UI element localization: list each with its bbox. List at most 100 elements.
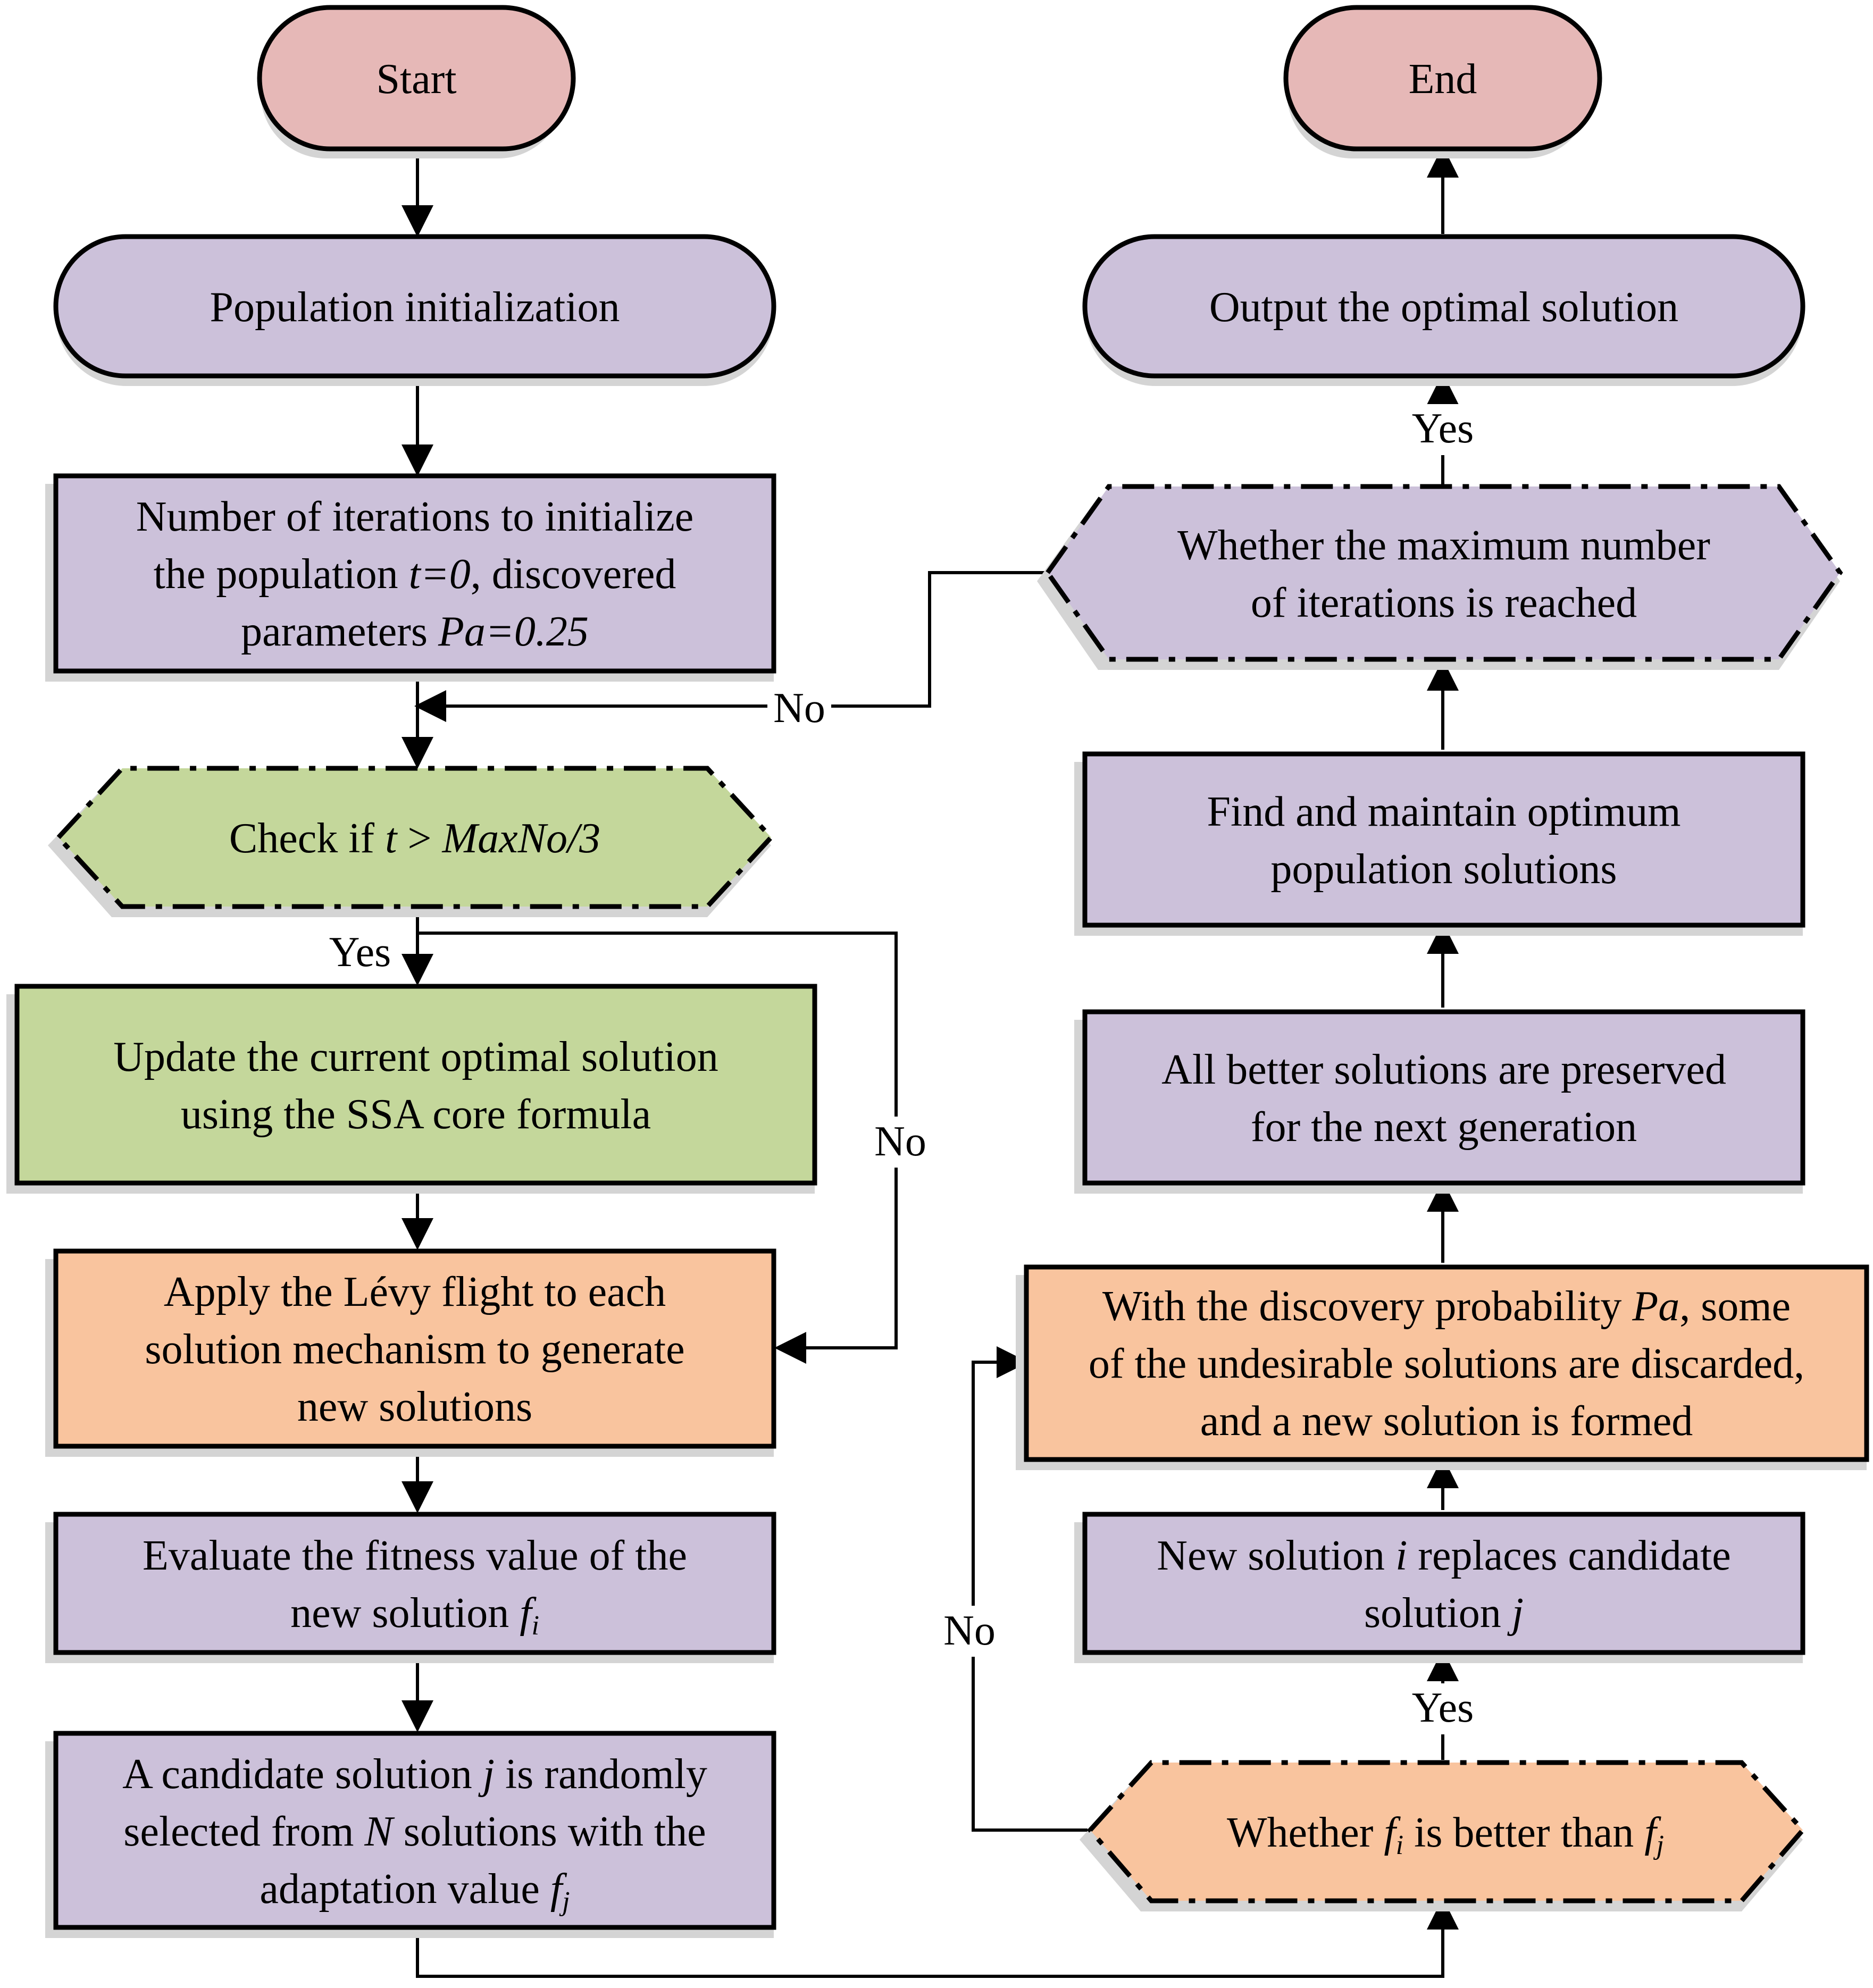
- check-iteration-shape: [55, 766, 775, 909]
- fitness-comparison-label: Whether fi is better than fj: [1227, 1809, 1664, 1860]
- replace-line: New solution i replaces candidate: [1157, 1532, 1731, 1579]
- cand-line: adaptation value fj: [260, 1866, 570, 1917]
- discovery-line: of the undesirable solutions are discard…: [1089, 1340, 1804, 1387]
- eval-segment: Evaluate the fitness value of the: [143, 1532, 687, 1579]
- cand-segment: A candidate solution: [122, 1751, 483, 1798]
- better-solutions-label: All better solutions are preserved for th…: [1161, 1046, 1726, 1151]
- replace-candidate-step: New solution i replaces candidate solutio…: [1074, 1512, 1805, 1663]
- label-yes-whether: Yes: [1412, 1684, 1474, 1731]
- check-segment: t: [385, 815, 398, 862]
- label-bg-no-check: [864, 1117, 928, 1168]
- discovery-segment: and a new solution is formed: [1200, 1398, 1693, 1445]
- better-solutions-step: All better solutions are preserved for th…: [1074, 1009, 1805, 1194]
- whether-segment: j: [1653, 1830, 1664, 1860]
- candidate-solution-shape: [53, 1731, 776, 1930]
- iterations-initialization-step: Number of iterations to initialize the po…: [45, 473, 776, 682]
- start-segment: Start: [376, 56, 456, 103]
- label-bg-yes-maxiter: [1403, 404, 1483, 455]
- cand-line: selected from N solutions with the: [123, 1808, 706, 1855]
- label-bg-no-maxiter: [767, 681, 831, 732]
- better-segment: for the next generation: [1251, 1104, 1637, 1151]
- discovery-probability-shape: [1024, 1264, 1869, 1462]
- connector-whether-no-discovery: [972, 1346, 1088, 1832]
- discovery-segment: of the undesirable solutions are discard…: [1089, 1340, 1804, 1387]
- update-optimal-shape: [14, 984, 817, 1186]
- eval-line: new solution fi: [290, 1590, 539, 1641]
- label-bg-no-whether: [936, 1606, 1010, 1657]
- output-optimal-shape: [1082, 234, 1805, 379]
- check-iteration-decision: Check if t > MaxNo/3: [48, 766, 775, 917]
- discovery-line: With the discovery probability Pa, some: [1102, 1283, 1791, 1330]
- levy-line: Apply the Lévy flight to each: [164, 1269, 666, 1315]
- cand-segment: solutions with the: [393, 1808, 706, 1855]
- find-segment: Find and maintain optimum: [1207, 789, 1680, 835]
- end-segment: End: [1409, 56, 1477, 103]
- better-line: for the next generation: [1251, 1104, 1637, 1151]
- cand-segment: selected from: [123, 1808, 364, 1855]
- iter-segment: Number of iterations to initialize: [136, 493, 694, 540]
- replace-segment: solution: [1364, 1590, 1512, 1637]
- end-line: End: [1409, 56, 1477, 103]
- replace-segment: New solution: [1157, 1532, 1395, 1579]
- end-label: End: [1409, 56, 1477, 103]
- find-optimum-label: Find and maintain optimum population solu…: [1207, 789, 1680, 893]
- eval-line: Evaluate the fitness value of the: [143, 1532, 687, 1579]
- fitness-comparison-decision: Whether fi is better than fj: [1080, 1760, 1807, 1911]
- population-initialization-step: Population initialization: [53, 234, 776, 386]
- start-terminal: Start: [257, 5, 576, 158]
- start-label: Start: [376, 56, 456, 103]
- iterations-initialization-label: Number of iterations to initialize the po…: [136, 493, 694, 655]
- label-no-maxiter: No: [773, 685, 825, 732]
- end-shape: [1283, 5, 1602, 152]
- output-optimal-label: Output the optimal solution: [1209, 284, 1678, 331]
- label-no-check: No: [874, 1118, 926, 1165]
- discovery-probability-step: With the discovery probability Pa, some o…: [1016, 1264, 1869, 1470]
- end-terminal: End: [1283, 5, 1602, 158]
- find-optimum-step: Find and maintain optimum population solu…: [1074, 751, 1805, 936]
- iter-line: the population t=0, discovered: [154, 551, 676, 598]
- iter-segment: parameters: [241, 608, 438, 655]
- eval-segment: i: [531, 1610, 539, 1641]
- iter-segment: , discovered: [471, 551, 676, 598]
- find-optimum-shape: [1082, 751, 1805, 928]
- iter-segment: the population: [154, 551, 409, 598]
- update-segment: Update the current optimal solution: [113, 1034, 718, 1080]
- discovery-segment: Pa: [1632, 1283, 1679, 1330]
- nodes: Start Population initialization Number o…: [6, 5, 1869, 1938]
- whether-segment: is better than: [1403, 1809, 1644, 1856]
- connector-labels: No Yes No Yes Yes No: [319, 404, 1483, 1734]
- population-initialization-shape: [53, 234, 776, 379]
- find-segment: population solutions: [1270, 846, 1617, 893]
- cand-segment: j: [559, 1886, 570, 1917]
- init-segment: Population initialization: [210, 284, 620, 331]
- levy-flight-step: Apply the Lévy flight to each solution me…: [45, 1248, 776, 1457]
- check-segment: >: [397, 815, 442, 862]
- levy-flight-label: Apply the Lévy flight to each solution me…: [145, 1269, 684, 1430]
- check-line: Check if t > MaxNo/3: [229, 815, 600, 862]
- iter-line: Number of iterations to initialize: [136, 493, 694, 540]
- update-line: Update the current optimal solution: [113, 1034, 718, 1080]
- label-no-whether: No: [943, 1607, 996, 1654]
- discovery-line: and a new solution is formed: [1200, 1398, 1693, 1445]
- better-segment: All better solutions are preserved: [1161, 1046, 1726, 1093]
- replace-candidate-shape: [1082, 1512, 1805, 1655]
- levy-line: new solutions: [297, 1383, 532, 1430]
- replace-segment: i: [1395, 1532, 1407, 1579]
- discovery-segment: With the discovery probability: [1102, 1283, 1633, 1330]
- levy-segment: Apply the Lévy flight to each: [164, 1269, 666, 1315]
- replace-candidate-label: New solution i replaces candidate solutio…: [1157, 1532, 1731, 1637]
- label-yes-maxiter: Yes: [1412, 405, 1474, 452]
- levy-line: solution mechanism to generate: [145, 1326, 684, 1373]
- output-segment: Output the optimal solution: [1209, 284, 1678, 331]
- check-segment: Check if: [229, 815, 385, 862]
- eval-segment: new solution: [290, 1590, 520, 1637]
- iter-segment: Pa=0.25: [438, 608, 589, 655]
- iter-line: parameters Pa=0.25: [241, 608, 589, 655]
- find-line: population solutions: [1270, 846, 1617, 893]
- replace-line: solution j: [1364, 1590, 1524, 1637]
